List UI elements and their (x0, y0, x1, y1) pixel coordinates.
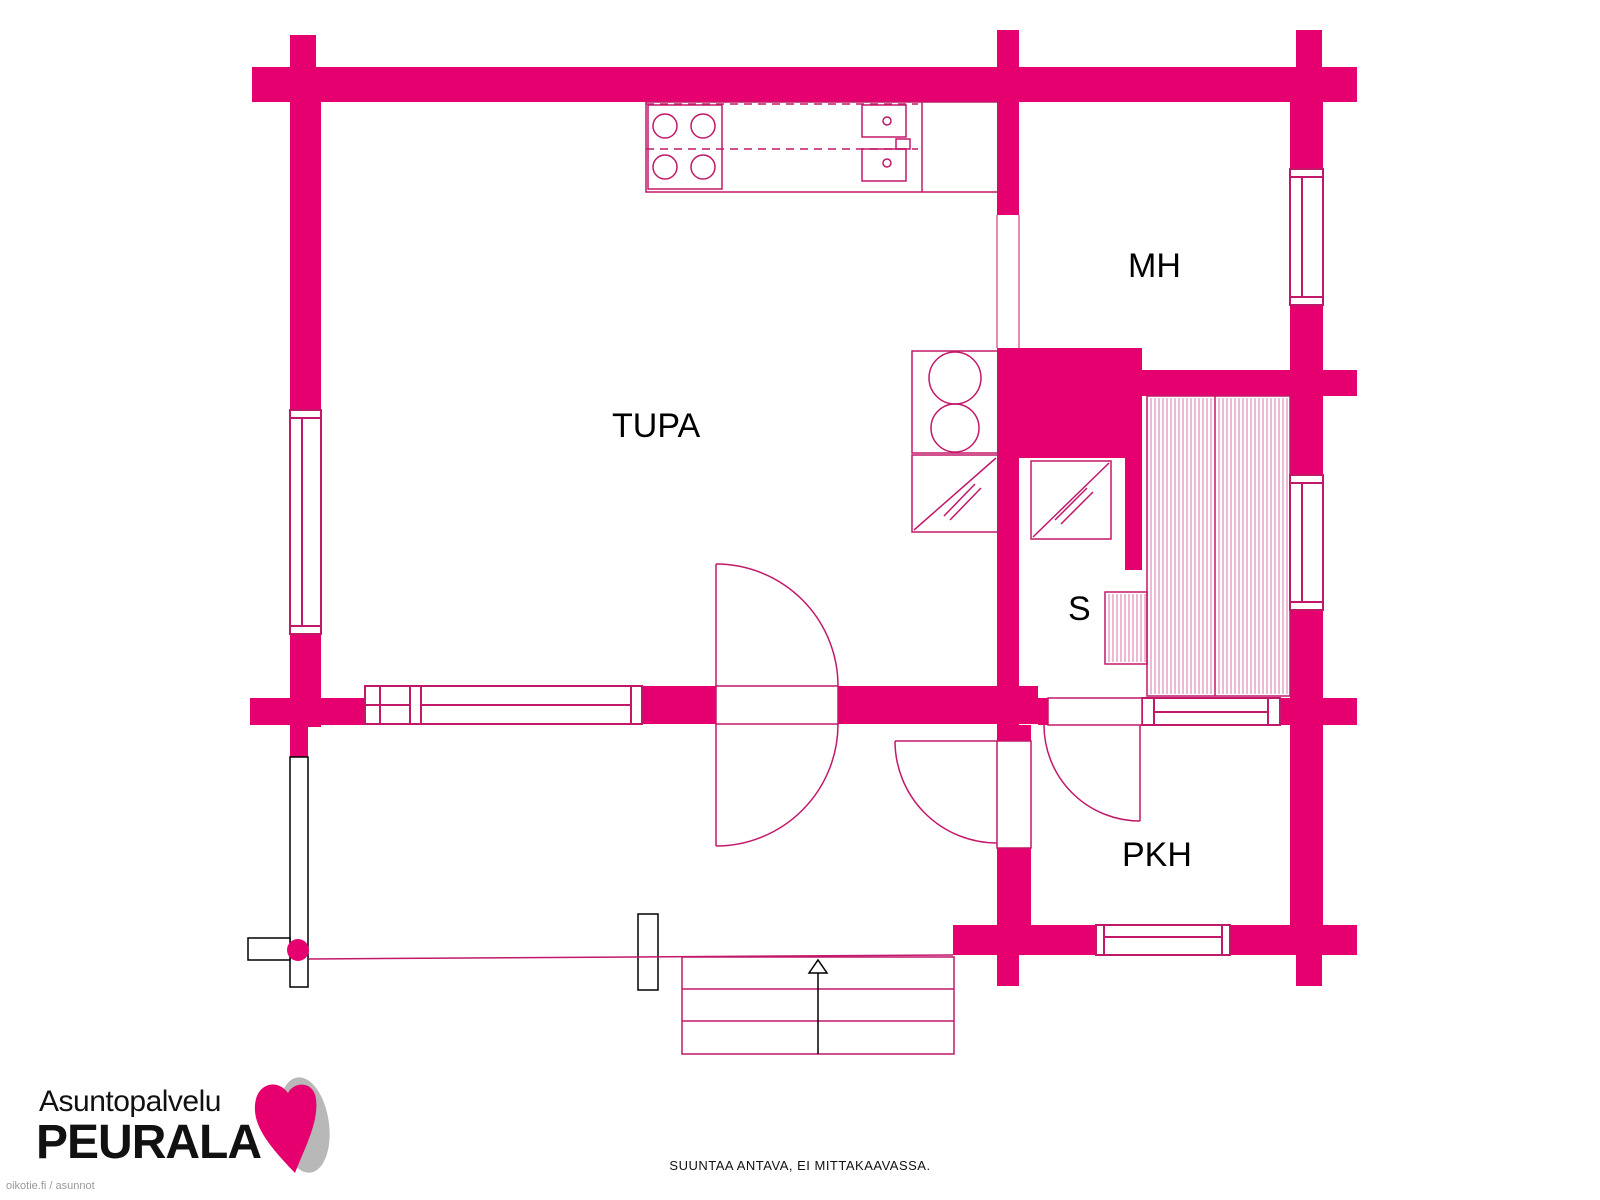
room-label-mh: MH (1128, 247, 1181, 285)
porch-post-mid (637, 913, 659, 991)
porch-beam-left (247, 937, 291, 961)
opening-tupa-mh (996, 215, 1020, 348)
sauna-bench (1146, 395, 1291, 697)
company-logo: Asuntopalvelu PEURALA (30, 1075, 330, 1175)
sauna-bench-slats (1108, 398, 1288, 694)
room-label-s: S (1068, 590, 1091, 628)
watermark: oikotie.fi / asunnot (6, 1180, 95, 1192)
windows (289, 168, 1324, 956)
room-label-tupa: TUPA (612, 407, 700, 445)
porch (247, 756, 955, 1055)
window-west (289, 409, 322, 635)
window-pkh-south (1095, 924, 1231, 956)
scale-note: SUUNTAA ANTAVA, EI MITTAKAAVASSA. (669, 1158, 931, 1173)
sauna (1030, 395, 1291, 697)
logo-text-line2: PEURALA (36, 1116, 262, 1169)
heart-icon (254, 1077, 330, 1173)
room-label-pkh: PKH (1122, 836, 1192, 874)
window-s-east (1289, 474, 1324, 611)
stove (647, 104, 723, 190)
sink (861, 104, 907, 138)
kitchen-counter (645, 101, 999, 193)
porch-post-left (289, 756, 309, 988)
fireplace (911, 350, 999, 533)
doors (715, 563, 1143, 849)
walls (250, 30, 1357, 986)
sauna-heater (1030, 460, 1112, 540)
logo-text-line1: Asuntopalvelu (39, 1085, 221, 1118)
window-mh-east (1289, 168, 1324, 306)
